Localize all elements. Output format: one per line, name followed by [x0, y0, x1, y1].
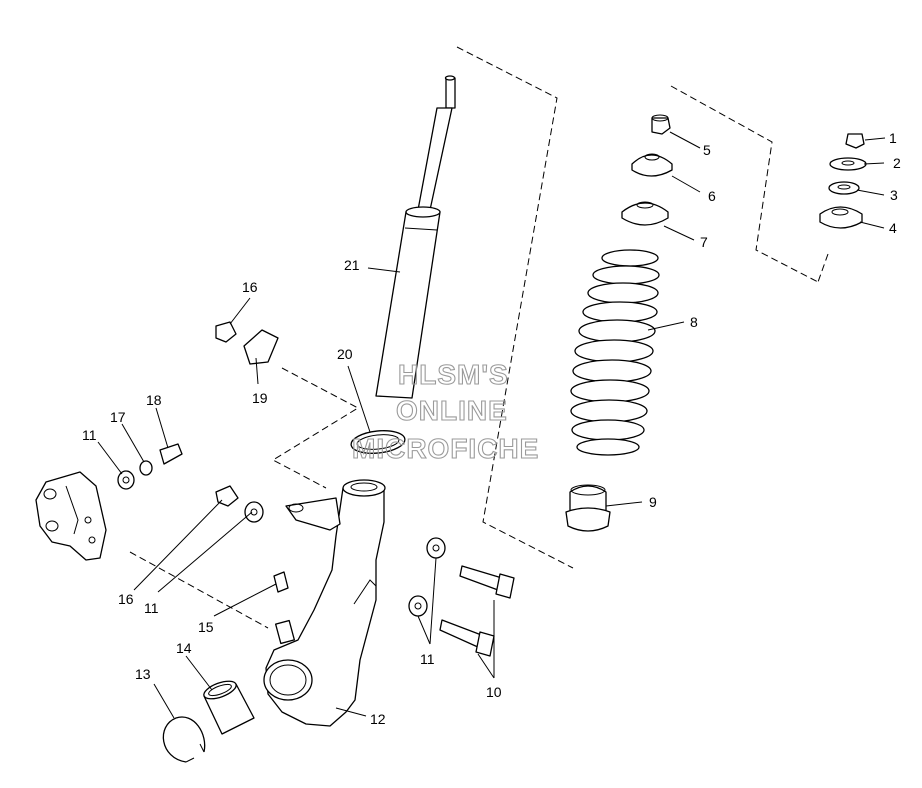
callout-13: 13 — [135, 666, 151, 682]
lock-washer-17 — [139, 460, 153, 476]
bracket-19 — [243, 329, 279, 365]
callout-8: 8 — [690, 314, 698, 330]
callout-19: 19 — [252, 390, 268, 406]
callout-5: 5 — [703, 142, 711, 158]
callout-9: 9 — [649, 494, 657, 510]
assembly-guide-lines — [129, 46, 829, 629]
spring-seat[interactable] — [621, 201, 669, 226]
callout-10: 10 — [486, 684, 502, 700]
washer-11-right-a — [426, 537, 446, 559]
circlip-13 — [162, 716, 206, 763]
callout-14: 14 — [176, 640, 192, 656]
coil-spring[interactable] — [570, 249, 660, 456]
callout-16-upper: 16 — [242, 279, 258, 295]
washer-11-right-b — [408, 595, 428, 617]
callout-18: 18 — [146, 392, 162, 408]
leader-lines — [97, 131, 886, 719]
callout-11-right: 11 — [420, 651, 435, 667]
top-nut[interactable] — [651, 114, 671, 135]
bolt-10-upper — [459, 565, 503, 591]
shock-absorber[interactable] — [375, 75, 456, 399]
bushing-and-circlip[interactable] — [162, 678, 255, 763]
bleed-screw-15 — [273, 571, 289, 593]
callout-12: 12 — [370, 711, 386, 727]
watermark-line-1: HLSM'S — [398, 359, 509, 390]
watermark-line-3: MICROFICHE — [352, 433, 539, 464]
watermark-line-2: ONLINE — [396, 395, 508, 426]
callout-15: 15 — [198, 619, 214, 635]
callout-3: 3 — [890, 187, 898, 203]
callout-17: 17 — [110, 409, 126, 425]
mount-nut — [845, 133, 865, 149]
bump-stop[interactable] — [565, 484, 611, 532]
mount-washer-2 — [829, 157, 867, 171]
bolt-18 — [159, 443, 183, 465]
top-mount-stack[interactable] — [819, 133, 867, 229]
callout-1: 1 — [889, 130, 897, 146]
callout-16-lower: 16 — [118, 591, 134, 607]
callout-4: 4 — [889, 220, 897, 236]
callout-numbers: 1 2 3 4 5 6 7 8 9 10 11 12 13 14 15 16 1… — [82, 130, 901, 727]
nut-16-upper — [215, 321, 237, 343]
brake-caliper[interactable] — [35, 471, 107, 561]
callout-11-caliper: 11 — [82, 427, 97, 443]
mount-cup-4 — [819, 206, 863, 229]
watermark: HLSM'S ONLINE MICROFICHE — [351, 358, 539, 464]
callout-2: 2 — [893, 155, 901, 171]
callout-6: 6 — [708, 188, 716, 204]
callout-20: 20 — [337, 346, 353, 362]
callout-21: 21 — [344, 257, 360, 273]
callout-7: 7 — [700, 234, 708, 250]
upper-cap[interactable] — [631, 153, 673, 177]
hardware[interactable] — [117, 321, 515, 657]
callout-11-lower: 11 — [144, 600, 159, 616]
seal-ring[interactable] — [350, 428, 406, 456]
washer-11-caliper — [117, 470, 135, 490]
mount-washer-3 — [828, 181, 860, 195]
strut-housing-knuckle[interactable] — [263, 479, 386, 727]
washer-11-lower — [244, 501, 264, 523]
